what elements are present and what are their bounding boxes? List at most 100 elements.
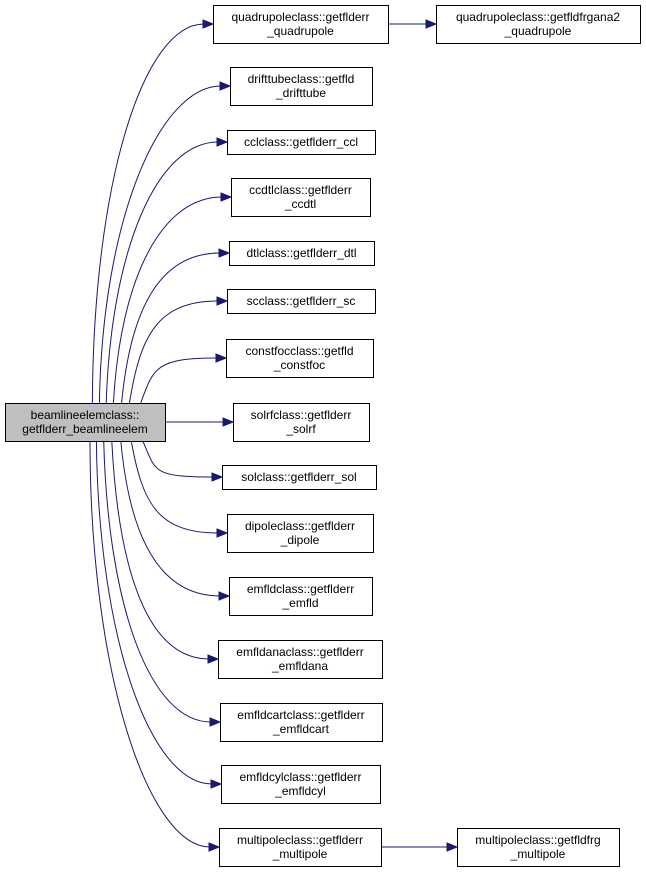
node-multipole_frg[interactable]: multipoleclass::getfldfrg_multipole (457, 828, 620, 867)
node-label: solclass::getflderr_sol (241, 470, 356, 484)
edge-root-to-constfoc (140, 353, 228, 404)
arrow-head (446, 842, 459, 852)
edge-line (98, 85, 222, 404)
node-label: _quadrupole (504, 24, 572, 38)
edge-line (95, 440, 213, 785)
node-label: ccdtlclass::getflderr (249, 183, 352, 197)
edge-root-to-multipole (89, 440, 221, 852)
edge-line (140, 357, 218, 404)
node-label: multipoleclass::getfldfrg (475, 833, 600, 847)
node-box (436, 5, 641, 44)
node-box (231, 178, 371, 217)
node-box (230, 67, 373, 106)
arrow-head (215, 353, 228, 363)
node-label: _emfldana (271, 659, 328, 673)
edge-root-to-ccl (105, 137, 229, 404)
edge-root-to-drifttube (98, 81, 232, 404)
node-box (227, 289, 376, 314)
node-solrf[interactable]: solrfclass::getflderr_solrf (233, 403, 370, 442)
node-box (457, 828, 620, 867)
node-label: _emfld (281, 596, 318, 610)
node-label: _ccdtl (284, 197, 316, 211)
node-emfld[interactable]: emfldclass::getflderr_emfld (229, 577, 373, 616)
arrow-head (222, 417, 235, 427)
arrow-head (425, 19, 438, 29)
node-box (220, 703, 383, 742)
node-ccl[interactable]: cclclass::getflderr_ccl (227, 130, 376, 155)
node-emfldana[interactable]: emfldanaclass::getflderr_emfldana (218, 640, 383, 679)
node-box (229, 577, 373, 616)
node-constfoc[interactable]: constfocclass::getfld_constfoc (226, 339, 374, 378)
edge-root-to-emfld (120, 440, 231, 601)
node-sol[interactable]: solclass::getflderr_sol (222, 465, 377, 490)
node-box (5, 403, 166, 442)
node-label: emfldanaclass::getflderr (236, 645, 363, 659)
node-sc[interactable]: scclass::getflderr_sc (227, 289, 376, 314)
arrow-head (202, 19, 215, 29)
edge-root-to-emfldana (111, 440, 220, 664)
edge-root-to-sol (142, 440, 224, 482)
node-ccdtl[interactable]: ccdtlclass::getflderr_ccdtl (231, 178, 371, 217)
node-quadrupole[interactable]: quadrupoleclass::getflderr_quadrupole (213, 5, 389, 44)
node-label: _multipole (272, 847, 328, 861)
edge-line (128, 300, 219, 404)
node-box (233, 403, 370, 442)
node-label: _constfoc (273, 358, 325, 372)
edge-line (89, 440, 211, 848)
node-label: emfldcylclass::getflderr (239, 770, 361, 784)
edge-multipole-to-multipole_frg (381, 842, 459, 852)
arrow-head (216, 528, 229, 538)
arrow-head (218, 248, 231, 258)
node-quadrupole_frg[interactable]: quadrupoleclass::getfldfrgana2_quadrupol… (436, 5, 641, 44)
edge-line (130, 440, 219, 534)
node-root[interactable]: beamlineelemclass::getflderr_beamlineele… (5, 403, 166, 442)
node-box (213, 5, 389, 44)
node-dtl[interactable]: dtlclass::getflderr_dtl (229, 241, 375, 266)
edge-line (111, 440, 210, 660)
node-box (227, 130, 376, 155)
edge-line (112, 196, 223, 404)
node-multipole[interactable]: multipoleclass::getflderr_multipole (219, 828, 382, 867)
edges-layer (89, 19, 459, 852)
arrow-head (207, 654, 220, 664)
edge-root-to-emfldcyl (95, 440, 223, 789)
node-label: solrfclass::getflderr (251, 408, 352, 422)
edge-root-to-quadrupole (91, 19, 215, 404)
node-emfldcyl[interactable]: emfldcylclass::getflderr_emfldcyl (221, 765, 381, 804)
node-label: _emfldcart (272, 722, 330, 736)
node-label: multipoleclass::getflderr (237, 833, 363, 847)
arrow-head (216, 296, 229, 306)
node-label: _emfldcyl (274, 784, 326, 798)
node-label: _quadrupole (266, 24, 334, 38)
node-drifttube[interactable]: drifttubeclass::getfld_drifttube (230, 67, 373, 106)
edge-root-to-sc (128, 296, 229, 404)
node-label: scclass::getflderr_sc (247, 294, 356, 308)
edge-line (120, 440, 221, 597)
node-box (227, 514, 374, 553)
node-label: cclclass::getflderr_ccl (244, 135, 358, 149)
edge-root-to-dtl (121, 248, 231, 404)
edge-root-to-dipole (130, 440, 229, 538)
edge-root-to-solrf (165, 417, 235, 427)
nodes-layer: beamlineelemclass::getflderr_beamlineele… (5, 5, 641, 867)
edge-line (103, 440, 212, 723)
edge-quadrupole-to-quadrupole_frg (388, 19, 438, 29)
node-label: _multipole (510, 847, 566, 861)
arrow-head (220, 192, 233, 202)
node-label: quadrupoleclass::getflderr (231, 10, 369, 24)
arrow-head (210, 779, 223, 789)
node-label: _dipole (280, 533, 320, 547)
node-label: drifttubeclass::getfld (248, 72, 355, 86)
node-dipole[interactable]: dipoleclass::getflderr_dipole (227, 514, 374, 553)
node-label: _solrf (285, 422, 316, 436)
edge-line (91, 23, 205, 404)
edge-root-to-ccdtl (112, 192, 233, 404)
arrow-head (219, 81, 232, 91)
node-box (221, 765, 381, 804)
node-emfldcart[interactable]: emfldcartclass::getflderr_emfldcart (220, 703, 383, 742)
arrow-head (208, 842, 221, 852)
node-box (219, 828, 382, 867)
node-label: quadrupoleclass::getfldfrgana2 (456, 10, 620, 24)
edge-line (142, 440, 214, 478)
